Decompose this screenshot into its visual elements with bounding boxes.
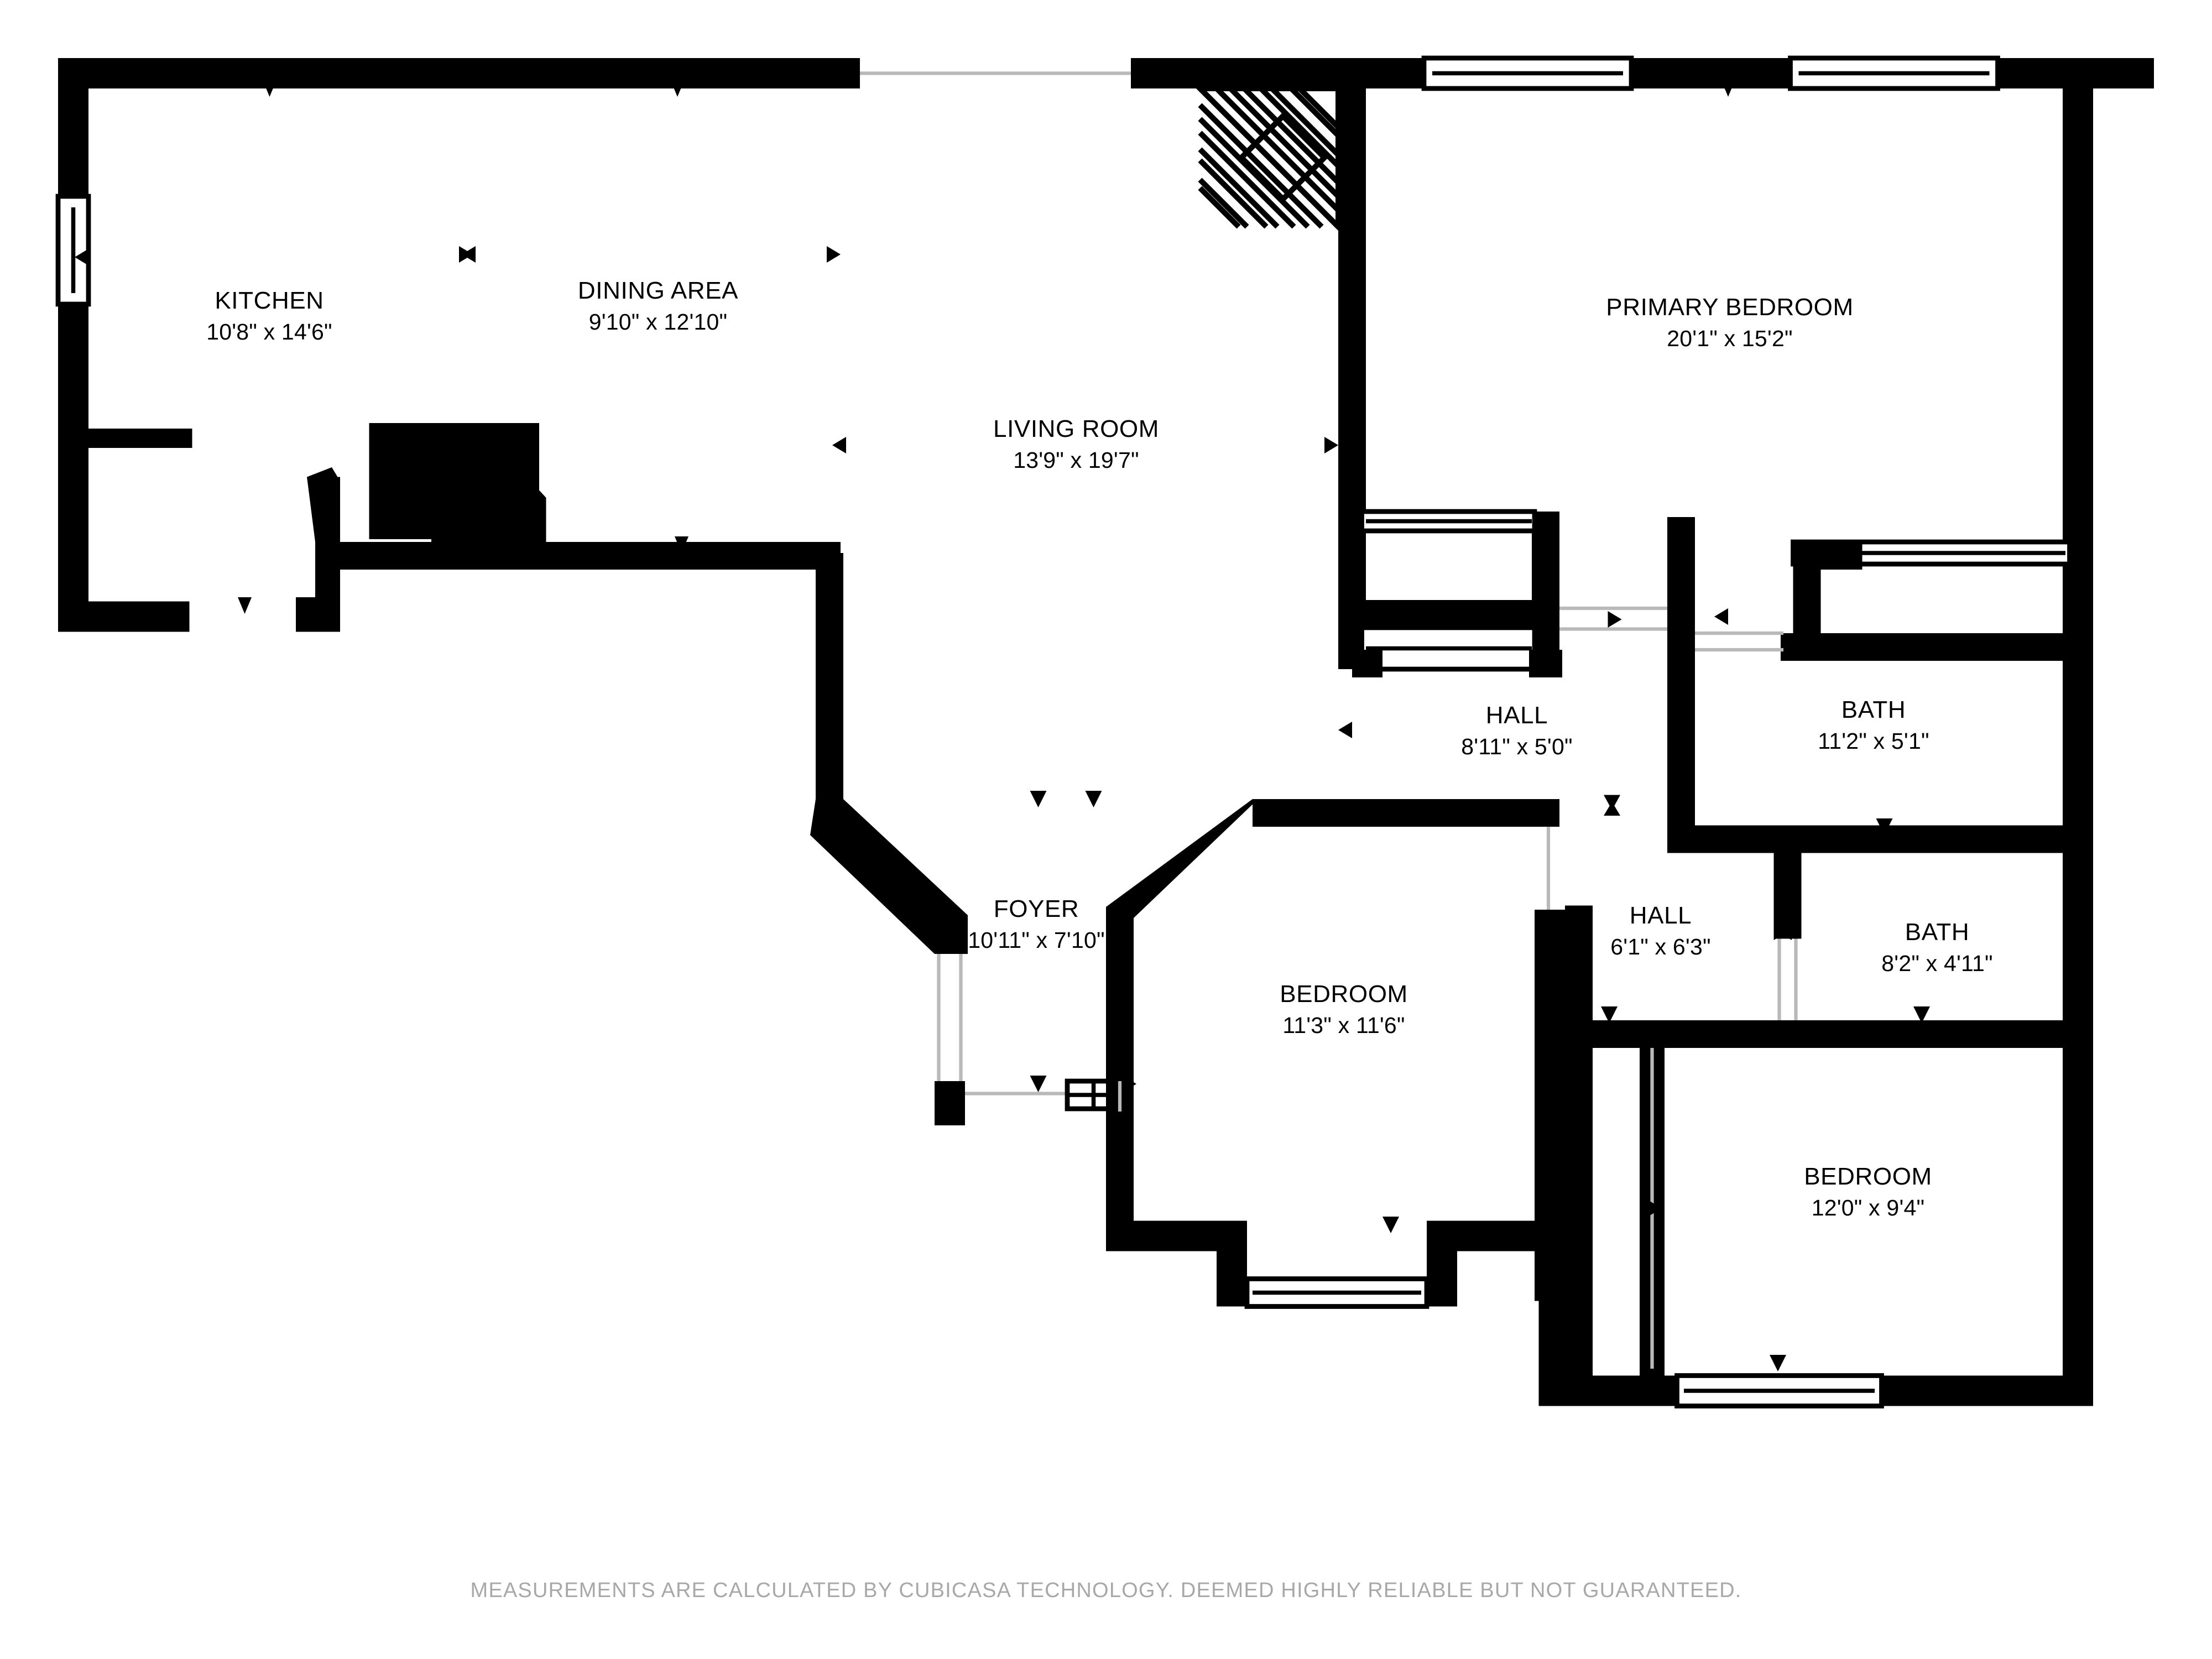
wall-closet-primary-stub-r — [1529, 650, 1562, 677]
marker-hall2-south — [1601, 1006, 1618, 1023]
marker-bath1-south — [1876, 818, 1893, 835]
marker-bath1-west — [1676, 730, 1689, 747]
marker-foyer-a — [1030, 791, 1047, 807]
window-bedroom1-south — [1244, 1276, 1430, 1309]
wall-bedroom1-south-right2 — [1427, 1220, 1537, 1251]
marker-dining-north — [670, 80, 685, 97]
marker-living-right — [1324, 437, 1338, 453]
marker-bath2-east — [2063, 924, 2077, 940]
marker-primary-closet — [1352, 288, 1366, 304]
window-primary-north-right — [1788, 55, 2000, 91]
marker-bedroom2-north — [1648, 1200, 1662, 1217]
marker-bedroom1-south — [1383, 1217, 1399, 1233]
wall-hall1-east — [1667, 517, 1695, 653]
closet-door-primary — [1359, 509, 1537, 534]
wall-north-kitchen — [58, 58, 860, 88]
wall-bedroom1-east — [1535, 910, 1565, 1097]
marker-kitchen-south — [238, 597, 252, 614]
marker-primary-east — [2063, 288, 2077, 304]
wall-bedroom2-sw-stub — [1538, 1301, 1569, 1406]
marker-primary-north — [1721, 80, 1735, 97]
wall-hall2-east — [1773, 853, 1802, 939]
wall-group-hall-2 — [1538, 853, 2093, 1408]
wall-foyer-left-stub — [935, 1081, 965, 1125]
marker-bedroom2-east — [2063, 1200, 2077, 1217]
wall-bedroom1-north — [1253, 799, 1559, 827]
marker-bedroom2-window — [1770, 1355, 1786, 1371]
marker-bath1-east — [2063, 730, 2077, 747]
window-kitchen-west — [55, 194, 91, 307]
wall-east-exterior — [2063, 58, 2093, 1406]
marker-bedroom1-door — [1123, 1076, 1136, 1092]
marker-bath2-south — [1913, 1006, 1930, 1023]
wall-bath1-closet-bottom — [1781, 633, 2093, 661]
wall-bedroom2-south-right — [1881, 1375, 2093, 1406]
wall-hall1-east-lower — [1667, 650, 1695, 851]
marker-hall1-primary-door — [1608, 611, 1622, 628]
wall-kitchen-divider — [88, 429, 192, 448]
marker-foyer-door — [1030, 1076, 1047, 1092]
wall-group-bedroom-1 — [1106, 799, 1565, 1309]
marker-foyer-b — [1085, 791, 1102, 807]
marker-hall1-b — [1604, 802, 1620, 816]
wall-west-lower — [58, 304, 88, 632]
marker-kitchen-north — [263, 80, 276, 97]
wall-closet-primary-stub-l — [1352, 650, 1383, 677]
wall-group-foyer-diagonal — [810, 553, 1123, 1125]
wall-bath1-south — [1667, 825, 2093, 853]
wall-living-vertical — [816, 553, 843, 805]
wall-west-upper — [58, 58, 88, 196]
wall-south-kitchen-left — [58, 601, 190, 632]
marker-kitchen-win — [75, 249, 88, 265]
window-bedroom2-south — [1674, 1373, 1884, 1408]
wall-foyer-diagonal-left — [810, 799, 968, 954]
closet-door-primary-lower — [1359, 625, 1537, 672]
marker-bath2-door — [1773, 924, 1788, 940]
wall-group-hall-1 — [1352, 509, 2093, 853]
marker-dining-left2 — [462, 246, 476, 263]
wall-closet-primary-bottom — [1352, 600, 1559, 628]
wall-bath2-south — [1773, 1020, 2093, 1048]
direction-marker-group — [75, 80, 2077, 1371]
staircase-living-room — [1193, 86, 1341, 234]
wall-bedroom1-south-jog — [1217, 1220, 1247, 1307]
wall-north-primary-left — [1131, 58, 1424, 88]
marker-living-south — [675, 536, 688, 553]
wall-bedroom1-south-left — [1106, 1220, 1230, 1251]
wall-bedroom1-east-lower — [1535, 1096, 1565, 1301]
wall-bedroom2-west — [1565, 1037, 1593, 1406]
wall-group-exterior — [55, 55, 2154, 1406]
footer-disclaimer: MEASUREMENTS ARE CALCULATED BY CUBICASA … — [470, 1579, 1742, 1602]
marker-bath1-doorway-b — [1714, 608, 1728, 625]
marker-hall1-left — [1338, 722, 1352, 738]
wall-bedroom1-diagonal — [1106, 799, 1258, 968]
wall-hall2-west — [1565, 905, 1593, 1030]
wall-bath1-closet-nw — [1793, 542, 1863, 570]
marker-bath1-doorway — [1677, 608, 1691, 625]
wall-living-primary-divider — [1338, 58, 1366, 669]
window-primary-north-left — [1421, 55, 1634, 91]
marker-dining-right — [827, 246, 841, 263]
fireplace-living-room — [296, 423, 841, 632]
marker-bedroom1-east — [1535, 1067, 1548, 1084]
wall-hall2-south-right — [1673, 1020, 1783, 1048]
wall-north-primary-mid — [1631, 58, 1791, 88]
marker-living-left — [832, 437, 846, 453]
